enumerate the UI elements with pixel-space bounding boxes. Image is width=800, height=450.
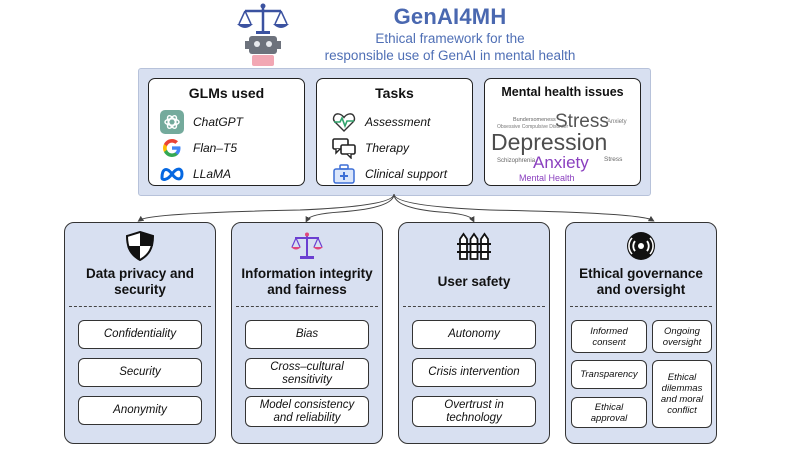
- word-cloud-mental-health: Mental Health: [519, 173, 575, 183]
- page-title: GenAI4MH: [393, 4, 507, 29]
- panel-title-information-integrity: Information integrity and fairness: [241, 266, 373, 297]
- connector-to-integrity: [305, 193, 395, 223]
- panel-divider: [570, 306, 712, 307]
- page-subtitle-line2: responsible use of GenAI in mental healt…: [324, 48, 576, 63]
- item-ethical-approval: Ethical approval: [571, 397, 647, 428]
- panel-data-privacy: Data privacy and security Confidentialit…: [64, 222, 216, 444]
- tasks-card: Tasks Assessment Therapy: [316, 78, 473, 186]
- chat-bubbles-icon: [331, 135, 357, 161]
- header-title-block: GenAI4MH Ethical framework for the respo…: [300, 4, 600, 64]
- item-model-consistency: Model consistency and reliability: [245, 396, 369, 427]
- panel-divider: [69, 306, 211, 307]
- tasks-heading: Tasks: [375, 85, 414, 101]
- word-cloud-stress-small: Stress: [604, 156, 623, 163]
- panel-divider: [236, 306, 378, 307]
- word-cloud-schizophrenia: Schizophrenia: [497, 158, 536, 164]
- glms-card: GLMs used ChatGPT Flan–T5: [148, 78, 305, 186]
- connector-to-safety: [393, 193, 475, 223]
- word-cloud-anxiety: Anxiety: [533, 153, 589, 172]
- glm-label-chatgpt: ChatGPT: [193, 115, 244, 129]
- item-informed-consent: Informed consent: [571, 320, 647, 353]
- meta-logo-icon: [159, 161, 185, 187]
- glms-heading: GLMs used: [188, 85, 265, 101]
- heart-pulse-icon: [331, 109, 357, 135]
- item-cross-cultural-sensitivity: Cross–cultural sensitivity: [245, 358, 369, 389]
- word-cloud-ocd: Obsessive Compulsive Disorder: [497, 124, 569, 130]
- task-label-assessment: Assessment: [365, 115, 431, 129]
- item-autonomy: Autonomy: [412, 320, 536, 349]
- broadcast-signal-icon: [624, 231, 658, 261]
- item-anonymity: Anonymity: [78, 396, 202, 425]
- glm-label-flan-t5: Flan–T5: [193, 141, 238, 155]
- panel-information-integrity: Information integrity and fairness Bias …: [231, 222, 383, 444]
- item-crisis-intervention: Crisis intervention: [412, 358, 536, 387]
- panel-title-ethical-governance: Ethical governance and oversight: [579, 266, 703, 297]
- chatgpt-logo-icon: [159, 109, 185, 135]
- item-ongoing-oversight: Ongoing oversight: [652, 320, 712, 353]
- mental-health-heading: Mental health issues: [501, 85, 624, 99]
- task-label-therapy: Therapy: [365, 141, 410, 155]
- item-bias: Bias: [245, 320, 369, 349]
- task-item-therapy: Therapy: [331, 135, 409, 161]
- item-transparency: Transparency: [571, 360, 647, 389]
- glm-item-chatgpt: ChatGPT: [159, 109, 243, 135]
- scales-robot-logo-icon: [232, 2, 294, 68]
- panel-title-data-privacy: Data privacy and security: [85, 266, 195, 297]
- shield-icon: [123, 230, 157, 262]
- connector-to-governance: [393, 193, 655, 222]
- word-cloud: Stress Depression Anxiety Mental Health …: [489, 103, 636, 183]
- panel-divider: [403, 306, 545, 307]
- task-item-clinical-support: Clinical support: [331, 161, 447, 187]
- mental-health-card: Mental health issues Stress Depression A…: [484, 78, 641, 186]
- page-subtitle-line1: Ethical framework for the: [375, 31, 525, 46]
- task-item-assessment: Assessment: [331, 109, 430, 135]
- word-cloud-anxiety-small: Anxiety: [607, 119, 627, 125]
- glm-item-llama: LLaMA: [159, 161, 231, 187]
- word-cloud-bundersomeness: Bundersomeness: [513, 117, 556, 123]
- item-ethical-dilemmas: Ethical dilemmas and moral conflict: [652, 360, 712, 428]
- scales-icon: [290, 231, 324, 261]
- item-confidentiality: Confidentiality: [78, 320, 202, 349]
- google-logo-icon: [159, 135, 185, 161]
- item-security: Security: [78, 358, 202, 387]
- word-cloud-stress: Stress: [555, 111, 609, 132]
- panel-ethical-governance: Ethical governance and oversight Informe…: [565, 222, 717, 444]
- word-cloud-depression: Depression: [491, 129, 608, 155]
- glm-label-llama: LLaMA: [193, 167, 232, 181]
- medical-kit-icon: [331, 161, 357, 187]
- connector-to-privacy: [137, 193, 395, 222]
- panel-title-user-safety: User safety: [437, 274, 511, 289]
- panel-user-safety: User safety Autonomy Crisis intervention…: [398, 222, 550, 444]
- item-overtrust: Overtrust in technology: [412, 396, 536, 427]
- task-label-clinical-support: Clinical support: [365, 167, 448, 181]
- fence-icon: [457, 231, 491, 261]
- glm-item-flan-t5: Flan–T5: [159, 135, 237, 161]
